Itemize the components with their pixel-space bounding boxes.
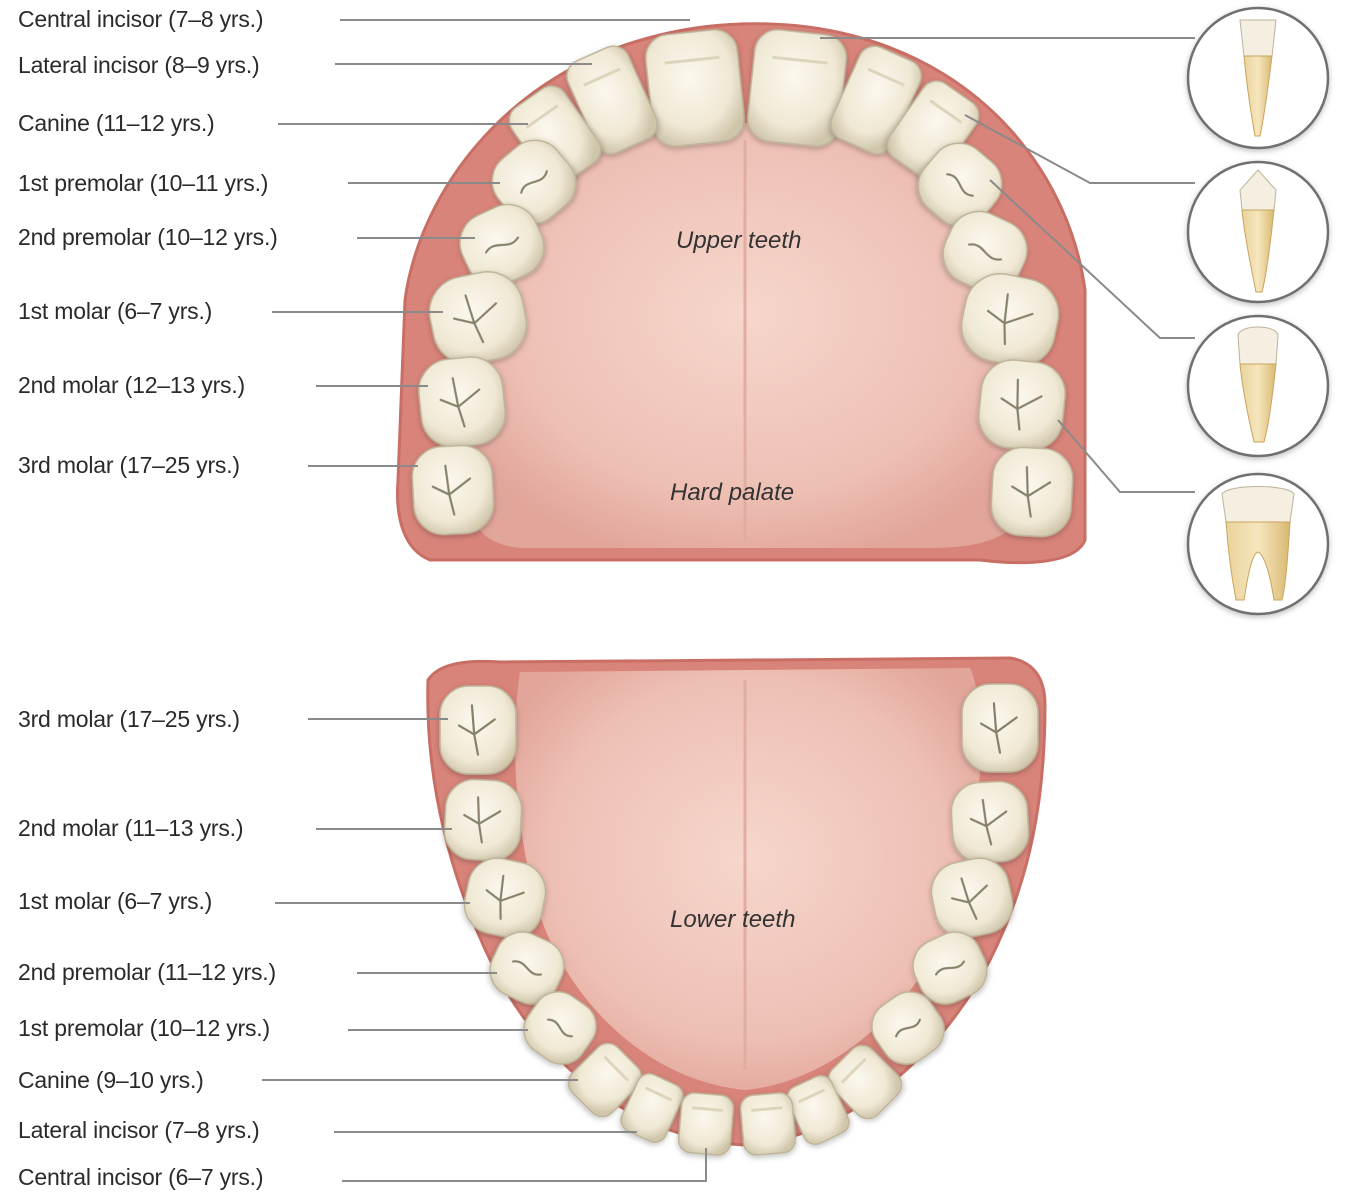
- upper-dental-arch: [395, 22, 1087, 565]
- upper-tooth-3: [566, 45, 658, 155]
- label-upper-1st-molar: 1st molar (6–7 yrs.): [18, 298, 213, 324]
- lower-tooth-4: [950, 780, 1030, 864]
- lower-tooth-13: [620, 1072, 684, 1144]
- incisor-detail-icon: [1186, 6, 1330, 150]
- molar-detail-icon: [1186, 472, 1330, 616]
- label-upper-2nd-molar: 2nd molar (12–13 yrs.): [18, 372, 245, 398]
- label-lower-2nd-molar: 2nd molar (11–13 yrs.): [18, 815, 244, 841]
- lower-tooth-14: [786, 1074, 850, 1146]
- leader-lines: [262, 19, 1195, 1182]
- label-lower-central-incisor: Central incisor (6–7 yrs.): [18, 1164, 264, 1190]
- label-lower-lateral-incisor: Lateral incisor (7–8 yrs.): [18, 1117, 260, 1143]
- upper-tooth-14: [978, 359, 1066, 451]
- label-lower-canine: Canine (9–10 yrs.): [18, 1067, 204, 1093]
- lower-dental-arch: [426, 656, 1047, 1156]
- upper-tooth-15: [411, 444, 495, 536]
- leader-line-18: [964, 114, 1195, 184]
- leader-line-16: [342, 1148, 707, 1182]
- leader-line-19: [989, 179, 1195, 339]
- lower-tooth-7: [489, 931, 565, 1005]
- label-upper-lateral-incisor: Lateral incisor (8–9 yrs.): [18, 52, 260, 78]
- upper-tooth-12: [960, 273, 1060, 367]
- label-lower-2nd-premolar: 2nd premolar (11–12 yrs.): [18, 959, 276, 985]
- lower-tooth-5: [463, 857, 547, 939]
- lower-tooth-10: [871, 991, 945, 1065]
- upper-tooth-10: [942, 210, 1028, 294]
- lower-tooth-6: [930, 857, 1014, 939]
- lower-teeth-label: Lower teeth: [670, 906, 796, 933]
- label-upper-3rd-molar: 3rd molar (17–25 yrs.): [18, 452, 240, 478]
- lower-tooth-11: [567, 1042, 643, 1118]
- upper-tooth-1: [644, 29, 746, 147]
- upper-teeth-label: Upper teeth: [676, 227, 802, 254]
- label-upper-canine: Canine (11–12 yrs.): [18, 110, 215, 136]
- label-lower-3rd-molar: 3rd molar (17–25 yrs.): [18, 706, 240, 732]
- lower-tooth-2: [961, 683, 1039, 773]
- canine-detail-icon: [1186, 160, 1330, 304]
- premolar-detail-icon: [1186, 314, 1330, 458]
- lower-tooth-9: [523, 991, 597, 1065]
- upper-tooth-2: [746, 29, 848, 147]
- upper-tooth-8: [917, 142, 1003, 228]
- upper-tooth-5: [508, 85, 602, 185]
- lower-tooth-3: [443, 778, 523, 862]
- lower-tooth-16: [739, 1092, 797, 1156]
- tooth-detail-panel: [1186, 6, 1330, 616]
- upper-tooth-16: [990, 446, 1074, 538]
- lower-tooth-15: [677, 1092, 735, 1156]
- upper-tooth-13: [418, 356, 506, 448]
- label-upper-1st-premolar: 1st premolar (10–11 yrs.): [18, 170, 269, 196]
- lower-tooth-1: [439, 685, 517, 775]
- label-upper-2nd-premolar: 2nd premolar (10–12 yrs.): [18, 224, 278, 250]
- leader-line-20: [1057, 419, 1195, 493]
- lower-teeth: [439, 683, 1039, 1156]
- label-upper-central-incisor: Central incisor (7–8 yrs.): [18, 6, 264, 32]
- upper-teeth: [411, 29, 1074, 538]
- upper-tooth-9: [459, 203, 545, 287]
- lower-tooth-8: [912, 931, 988, 1005]
- lower-tooth-12: [827, 1044, 903, 1120]
- label-lower-1st-molar: 1st molar (6–7 yrs.): [18, 888, 213, 914]
- hard-palate-label: Hard palate: [670, 479, 795, 506]
- label-lower-1st-premolar: 1st premolar (10–12 yrs.): [18, 1015, 270, 1041]
- tongue-floor: [515, 668, 981, 1090]
